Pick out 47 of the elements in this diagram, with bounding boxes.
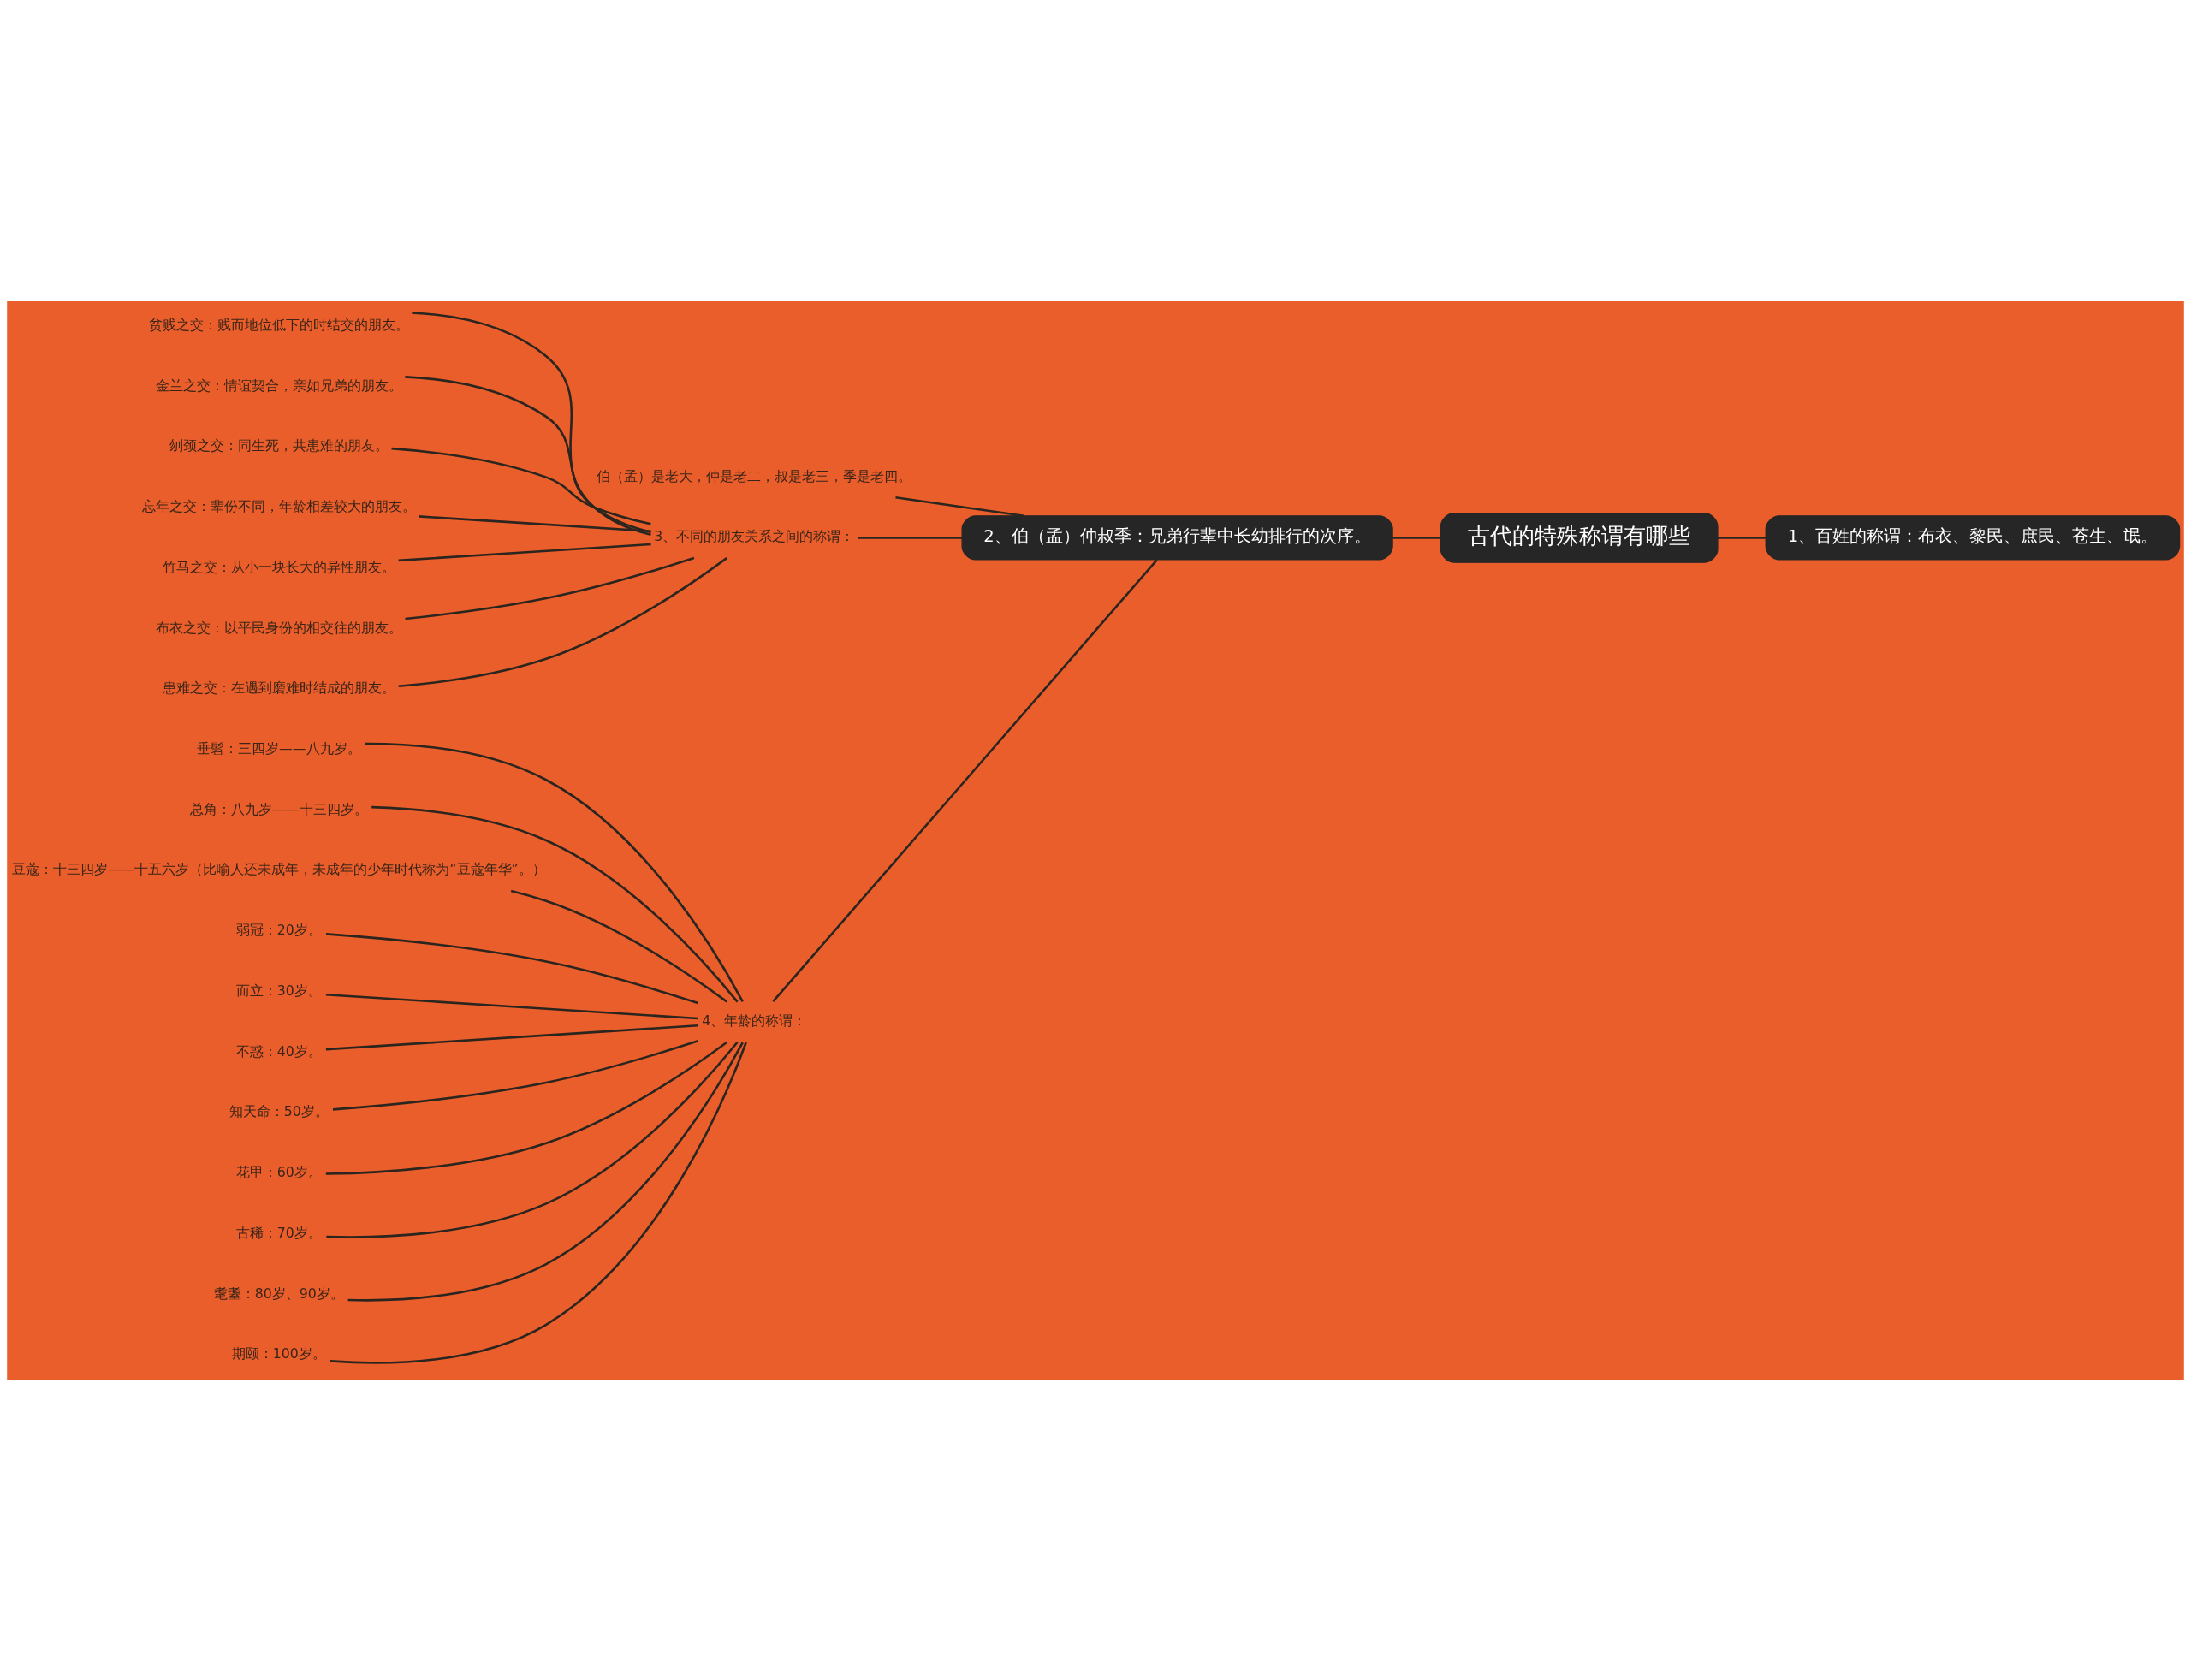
- node-text: 而立：30岁。: [235, 982, 322, 999]
- node-box: 2、伯（孟）仲叔季：兄弟行辈中长幼排行的次序。: [961, 514, 1393, 561]
- node-text: 患难之交：在遇到磨难时结成的朋友。: [162, 679, 395, 696]
- node-text: 古稀：70岁。: [235, 1224, 322, 1241]
- connector: [325, 932, 698, 1004]
- connector: [405, 375, 651, 533]
- connector: [371, 805, 739, 1002]
- node-text: 3、不同的朋友关系之间的称谓：: [654, 527, 855, 544]
- connector: [325, 1041, 727, 1175]
- connector: [332, 1039, 698, 1111]
- connector: [398, 556, 727, 687]
- connector: [419, 514, 651, 532]
- connector: [365, 742, 744, 1002]
- connector: [325, 993, 698, 1019]
- node-text: 4、年龄的称谓：: [702, 1012, 807, 1029]
- node-text: 竹马之交：从小一块长大的异性朋友。: [162, 558, 395, 575]
- node-box: 古代的特殊称谓有哪些: [1440, 512, 1719, 563]
- connector: [330, 1041, 747, 1364]
- node-text: 伯（孟）是老大，仲是老二，叔是老三，季是老四。: [597, 467, 912, 484]
- node-text: 总角：八九岁——十三四岁。: [190, 800, 368, 817]
- node-text: 金兰之交：情谊契合，亲如兄弟的朋友。: [155, 377, 402, 394]
- connector: [1392, 536, 1441, 539]
- connector: [405, 556, 695, 620]
- node-text: 不惑：40岁。: [235, 1042, 322, 1060]
- connector: [858, 536, 963, 539]
- node-text: 刎颈之交：同生死，共患难的朋友。: [169, 436, 389, 454]
- node-text: 垂髫：三四岁——八九岁。: [197, 739, 361, 757]
- connector: [347, 1041, 744, 1302]
- node-text: 贫贱之交：贱而地位低下的时结交的朋友。: [148, 316, 409, 333]
- connector: [895, 496, 1024, 517]
- connector: [510, 889, 727, 1002]
- node-text: 豆蔻：十三四岁——十五六岁（比喻人还未成年，未成年的少年时代称为“豆蔻年华”。）: [11, 860, 546, 877]
- connector: [772, 558, 1158, 1002]
- connector: [326, 1041, 739, 1238]
- node-text: 弱冠：20岁。: [235, 921, 322, 938]
- node-text: 期颐：100岁。: [231, 1345, 326, 1362]
- node-text: 耄耋：80岁、90岁。: [213, 1285, 344, 1302]
- connector: [1718, 536, 1766, 539]
- node-text: 花甲：60岁。: [235, 1163, 322, 1180]
- node-text: 忘年之交：辈份不同，年龄相差较大的朋友。: [141, 497, 416, 514]
- node-text: 布衣之交：以平民身份的相交往的朋友。: [155, 619, 402, 636]
- node-box: 1、百姓的称谓：布衣、黎民、庶民、苍生、氓。: [1765, 514, 2181, 561]
- connector: [325, 1024, 698, 1050]
- connector: [398, 543, 651, 561]
- connector: [412, 311, 651, 536]
- connector: [391, 447, 651, 525]
- node-text: 知天命：50岁。: [229, 1102, 329, 1119]
